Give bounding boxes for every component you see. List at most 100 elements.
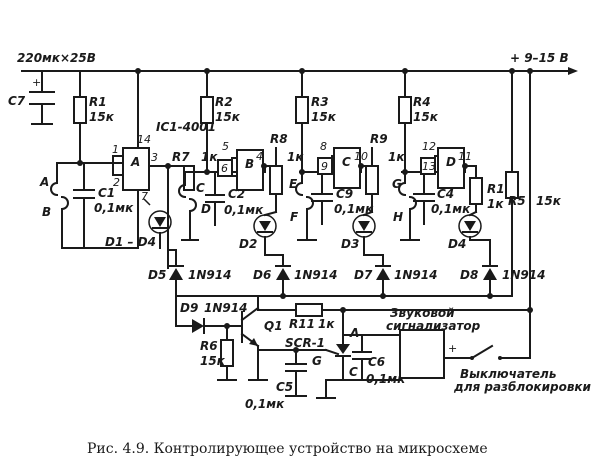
supply-arrow — [568, 67, 578, 75]
sensor-contact-d — [188, 197, 197, 213]
gate-c-label: C — [342, 155, 351, 169]
d3-label: D3 — [341, 237, 359, 251]
r8-label: R8 — [270, 132, 288, 146]
switch-label-2: для разблокировки — [453, 380, 592, 394]
capacitor-c9 — [311, 171, 333, 225]
pin-3: 3 — [151, 151, 158, 164]
capacitor-c2 — [205, 171, 225, 226]
resistor-r10 — [469, 165, 483, 213]
d7-label: D7 — [354, 268, 373, 282]
c4-value: 0,1мк — [431, 202, 471, 216]
capacitor-c4 — [413, 171, 435, 225]
r9-label: R9 — [370, 132, 388, 146]
led-d4 — [458, 214, 482, 238]
r11-value: 1к — [318, 317, 335, 331]
transistor-q1 — [240, 295, 268, 381]
scr-c-label: C — [349, 365, 358, 379]
gate-b-label: B — [245, 157, 254, 171]
capacitor-c6 — [352, 334, 372, 381]
pin-13: 13 — [422, 160, 436, 173]
r11-label: R11 — [289, 317, 315, 331]
alarm-label-1: Звуковой — [390, 306, 455, 320]
sensor-contact-g — [398, 181, 407, 197]
r1-value: 15к — [89, 110, 115, 124]
diode-d6 — [275, 254, 291, 297]
pin-5: 5 — [222, 140, 229, 153]
resistor-r11 — [295, 303, 531, 317]
r7-value: 1к — [201, 150, 218, 164]
scr-label: SCR-1 — [285, 336, 325, 350]
input-a-label: A — [39, 175, 49, 189]
gate-a-label: A — [130, 155, 140, 169]
input-f-label: F — [290, 210, 299, 224]
input-c-label: C — [196, 181, 205, 195]
c2-value: 0,1мк — [224, 203, 264, 217]
input-g-label: G — [392, 177, 402, 191]
svg-text:+: + — [32, 76, 41, 89]
input-d-label: D — [201, 202, 211, 216]
pin-14: 14 — [137, 133, 151, 146]
d6-type: 1N914 — [294, 268, 337, 282]
led-d2 — [253, 214, 277, 238]
d7-type: 1N914 — [394, 268, 437, 282]
r7-label: R7 — [172, 150, 190, 164]
c5-value: 0,1мк — [245, 397, 285, 411]
diode-d9 — [175, 318, 243, 334]
pin-6: 6 — [221, 162, 228, 175]
c1-value: 0,1мк — [94, 201, 134, 215]
buzzer-box — [399, 329, 445, 379]
capacitor-c1 — [73, 162, 95, 219]
nor-gate-c — [333, 147, 361, 189]
pin-2: 2 — [113, 176, 120, 189]
c9-value: 0,1мк — [334, 202, 374, 216]
alarm-label-2: сигнализатор — [386, 319, 481, 333]
d2-label: D2 — [239, 237, 257, 251]
resistor-r3 — [295, 70, 309, 173]
gate-d-label: D — [446, 155, 456, 169]
r5-value: 15к — [536, 194, 562, 208]
d8-label: D8 — [460, 268, 478, 282]
diode-d7 — [375, 254, 391, 297]
pin-12: 12 — [422, 140, 436, 153]
led-d3 — [352, 214, 376, 238]
buzzer-plus: + — [448, 342, 457, 355]
nor-gate-d — [437, 147, 465, 189]
pin-11: 11 — [458, 150, 472, 163]
diode-d8 — [482, 239, 498, 297]
scr-a-label: A — [349, 326, 359, 340]
r3-value: 15к — [311, 110, 337, 124]
resistor-r2 — [200, 70, 214, 173]
pin-7: 7 — [141, 190, 148, 203]
c6-label: C6 — [368, 355, 385, 369]
d5-type: 1N914 — [188, 268, 231, 282]
r9-value: 1к — [388, 150, 405, 164]
d8-type: 1N914 — [502, 268, 545, 282]
d6-label: D6 — [253, 268, 271, 282]
r8-value: 1к — [287, 150, 304, 164]
r1-label: R1 — [89, 95, 107, 109]
led-d1 — [143, 198, 172, 234]
c6-value: 0,1мк — [366, 372, 406, 386]
sensor-contact-b — [60, 195, 69, 211]
r3-label: R3 — [311, 95, 329, 109]
sensor-contact-h — [408, 195, 417, 211]
d4-label: D4 — [448, 237, 466, 251]
c7-label: C7 — [8, 94, 26, 108]
r2-value: 15к — [215, 110, 241, 124]
c9-label: C9 — [336, 187, 353, 201]
pin-9: 9 — [321, 160, 328, 173]
r5-label: R5 — [508, 194, 526, 208]
r6-label: R6 — [200, 339, 218, 353]
r10-value: 1к — [487, 197, 504, 211]
pin-4: 4 — [256, 150, 263, 163]
pin-1: 1 — [112, 143, 119, 156]
capacitor-c7: + — [29, 70, 55, 125]
scr-1 — [324, 309, 351, 371]
pin-10: 10 — [354, 150, 368, 163]
diode-d5 — [168, 249, 184, 297]
d1-d4-label: D1 – D4 — [105, 235, 156, 249]
sensor-contact-a — [50, 181, 59, 197]
reset-switch — [470, 344, 502, 360]
